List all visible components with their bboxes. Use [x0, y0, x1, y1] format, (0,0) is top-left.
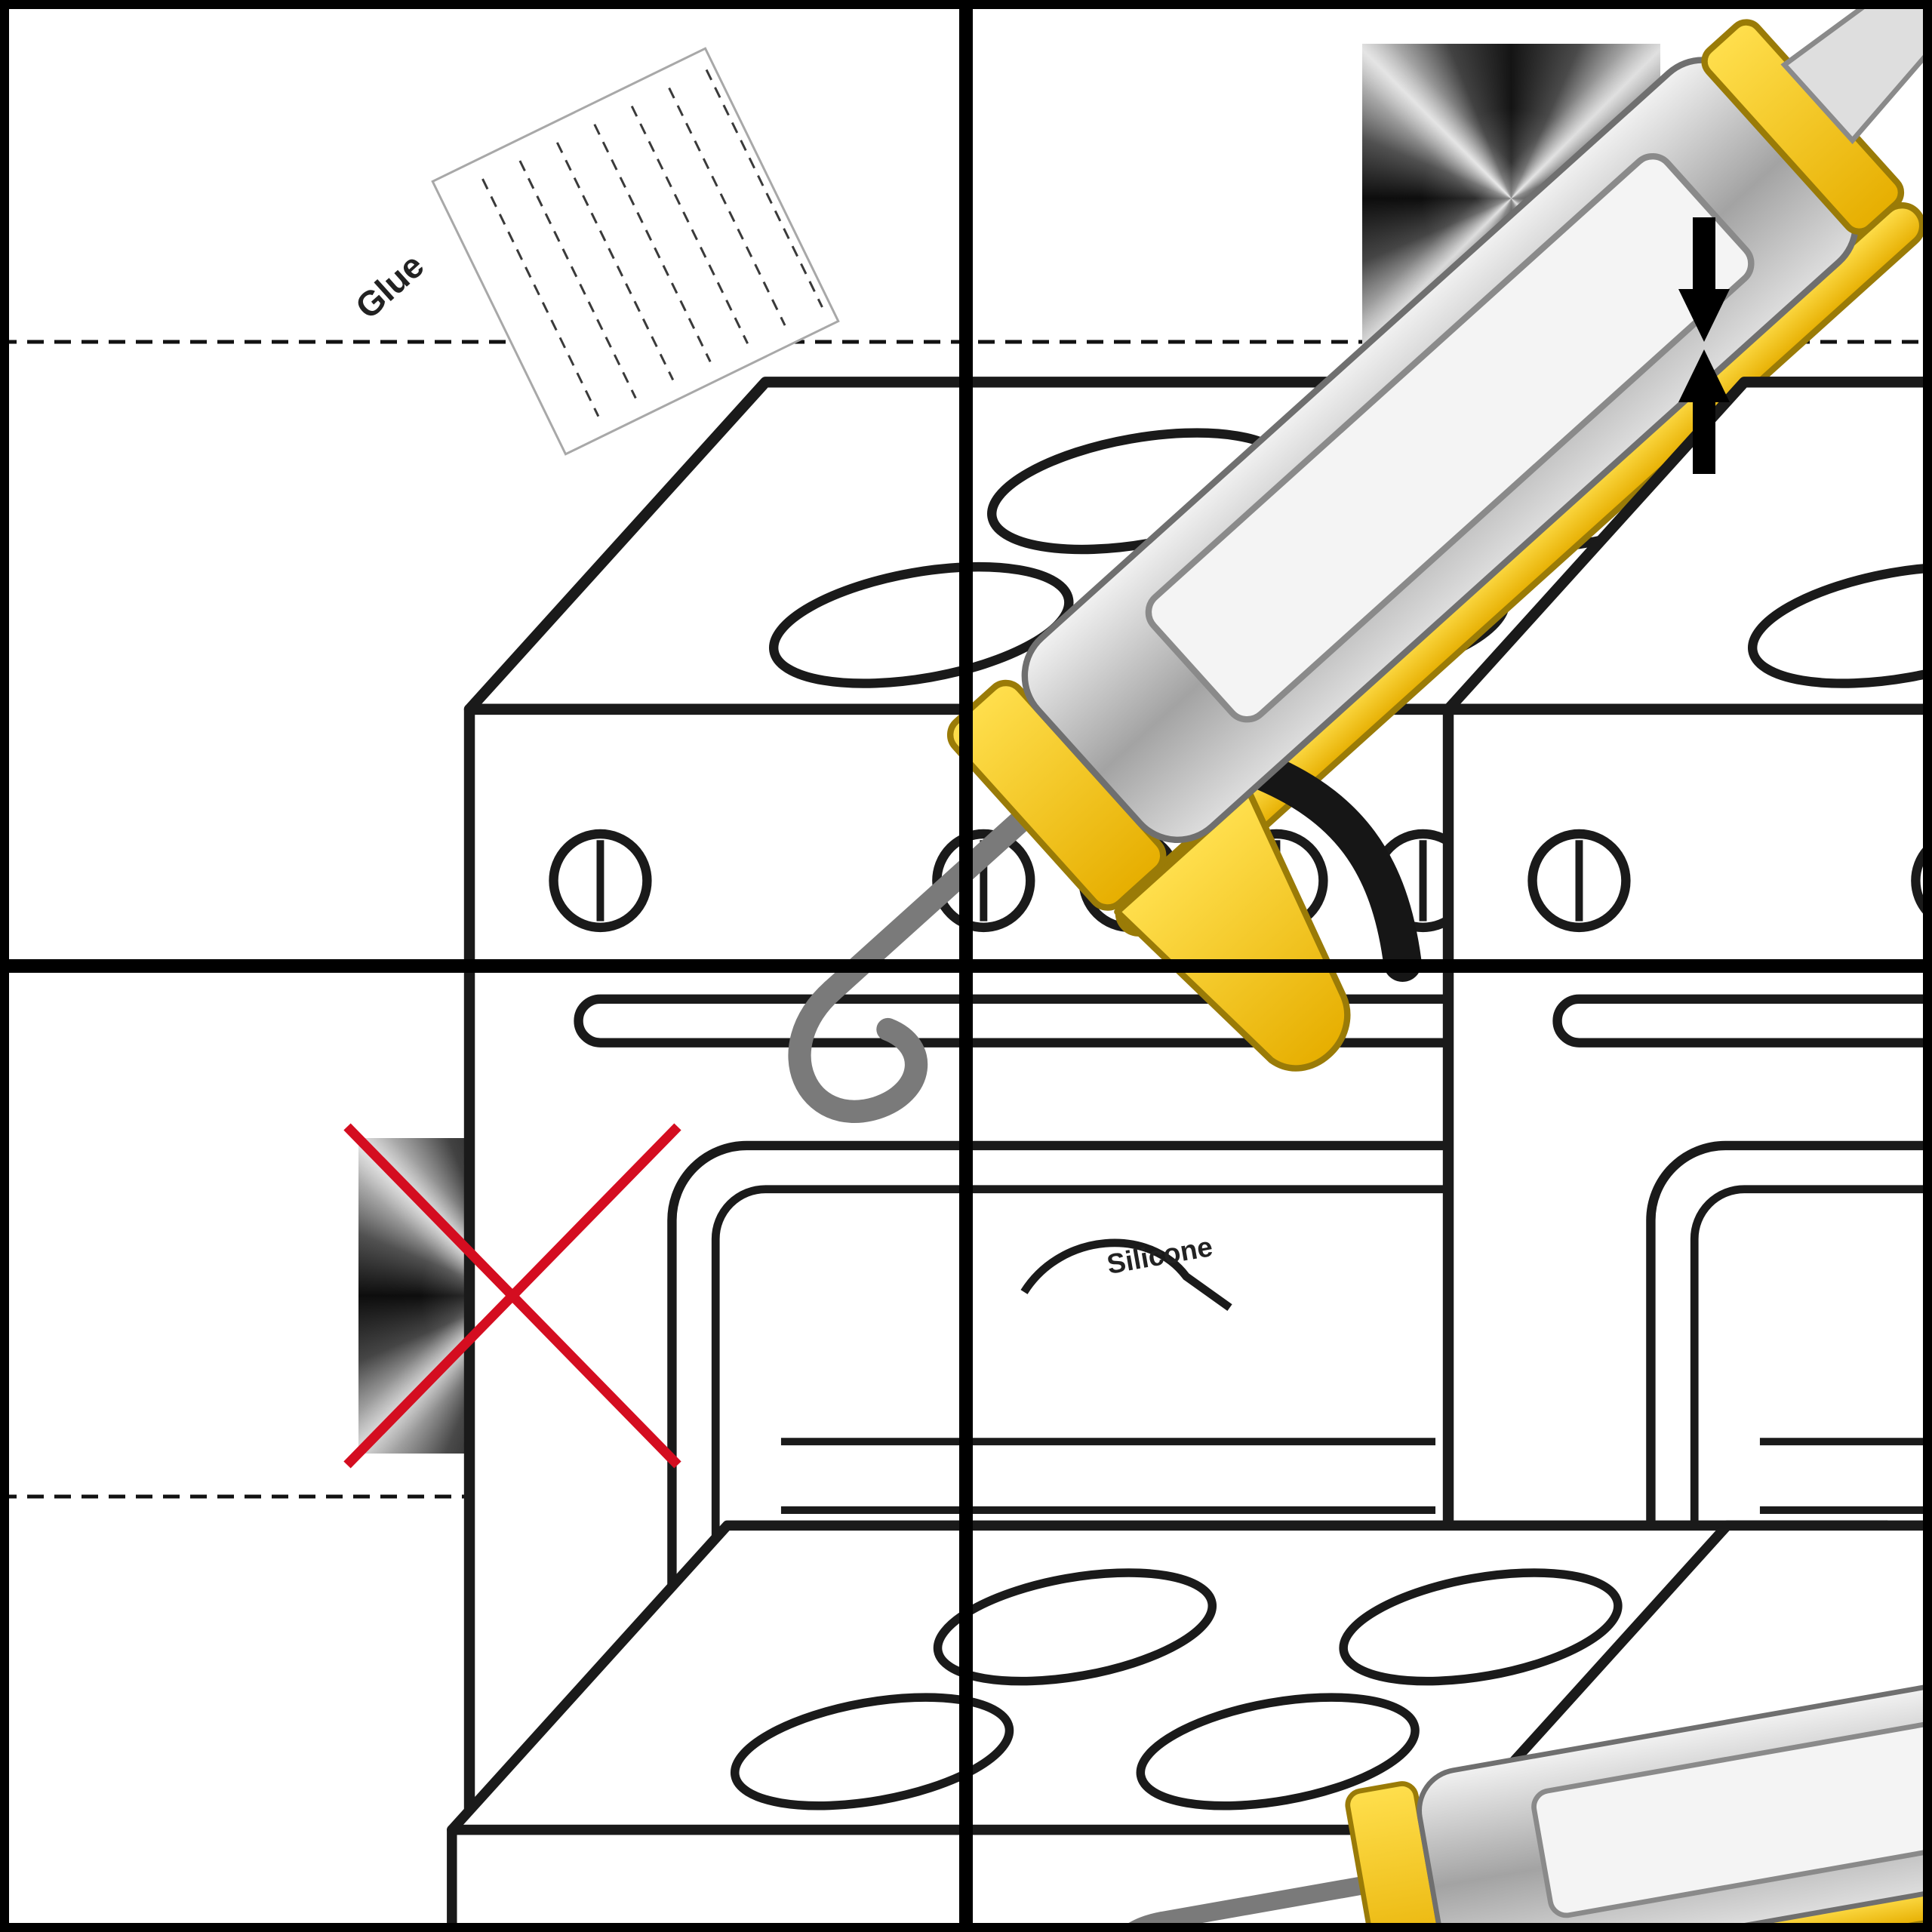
glue-tube-label: Glue — [348, 245, 432, 326]
quadrant-bottom-left — [343, 1123, 1888, 1932]
prohibition-cross — [343, 1123, 681, 1469]
press-up-arrow — [1678, 349, 1730, 474]
quadrant-top-right — [1447, 217, 1932, 1932]
panel-back-with-glue-lines — [431, 47, 840, 456]
press-down-arrow — [1678, 217, 1730, 342]
horizontal-divider — [0, 959, 1932, 973]
quadrant-top-left: Glue — [348, 0, 1932, 1932]
